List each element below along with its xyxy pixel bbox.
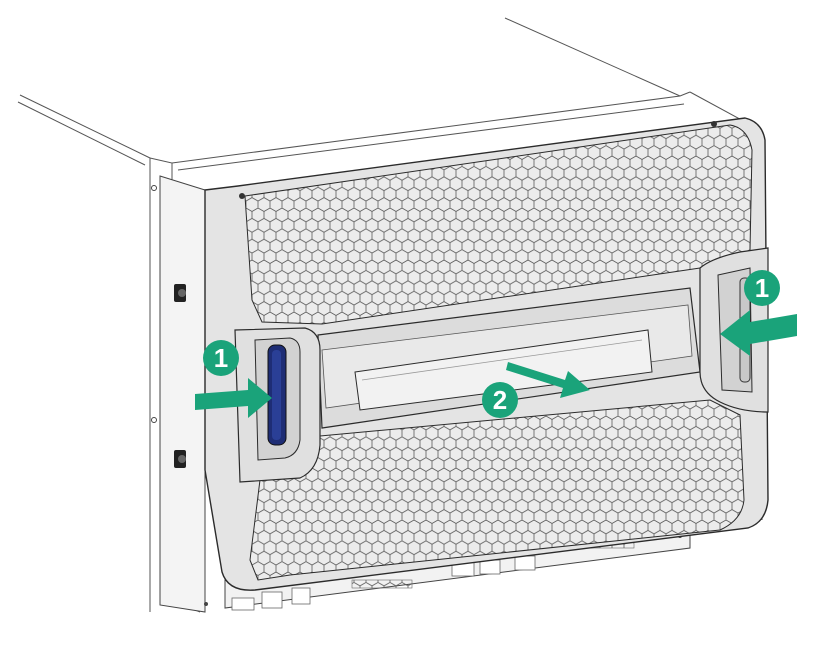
bezel-handle[interactable]: [317, 287, 701, 429]
callout-center: 2: [482, 382, 518, 418]
callout-right: 1: [744, 270, 780, 306]
rail-screw-icon: [174, 284, 186, 302]
bezel-screw-icon: [711, 121, 717, 127]
callout-label: 1: [755, 273, 769, 303]
side-rail: [151, 175, 206, 613]
push-arrow-left-icon: [195, 378, 272, 418]
left-release-latch[interactable]: [267, 344, 287, 446]
callout-label: 1: [214, 343, 228, 373]
left-bezel-grip[interactable]: [234, 327, 321, 483]
callout-label: 2: [493, 385, 507, 415]
front-bezel[interactable]: [200, 110, 780, 591]
push-arrow-right-icon: [720, 310, 797, 356]
callout-left: 1: [203, 340, 239, 376]
pull-arrow-icon: [506, 362, 590, 398]
bezel-screw-icon: [239, 193, 245, 199]
rail-screw-icon: [174, 450, 186, 468]
